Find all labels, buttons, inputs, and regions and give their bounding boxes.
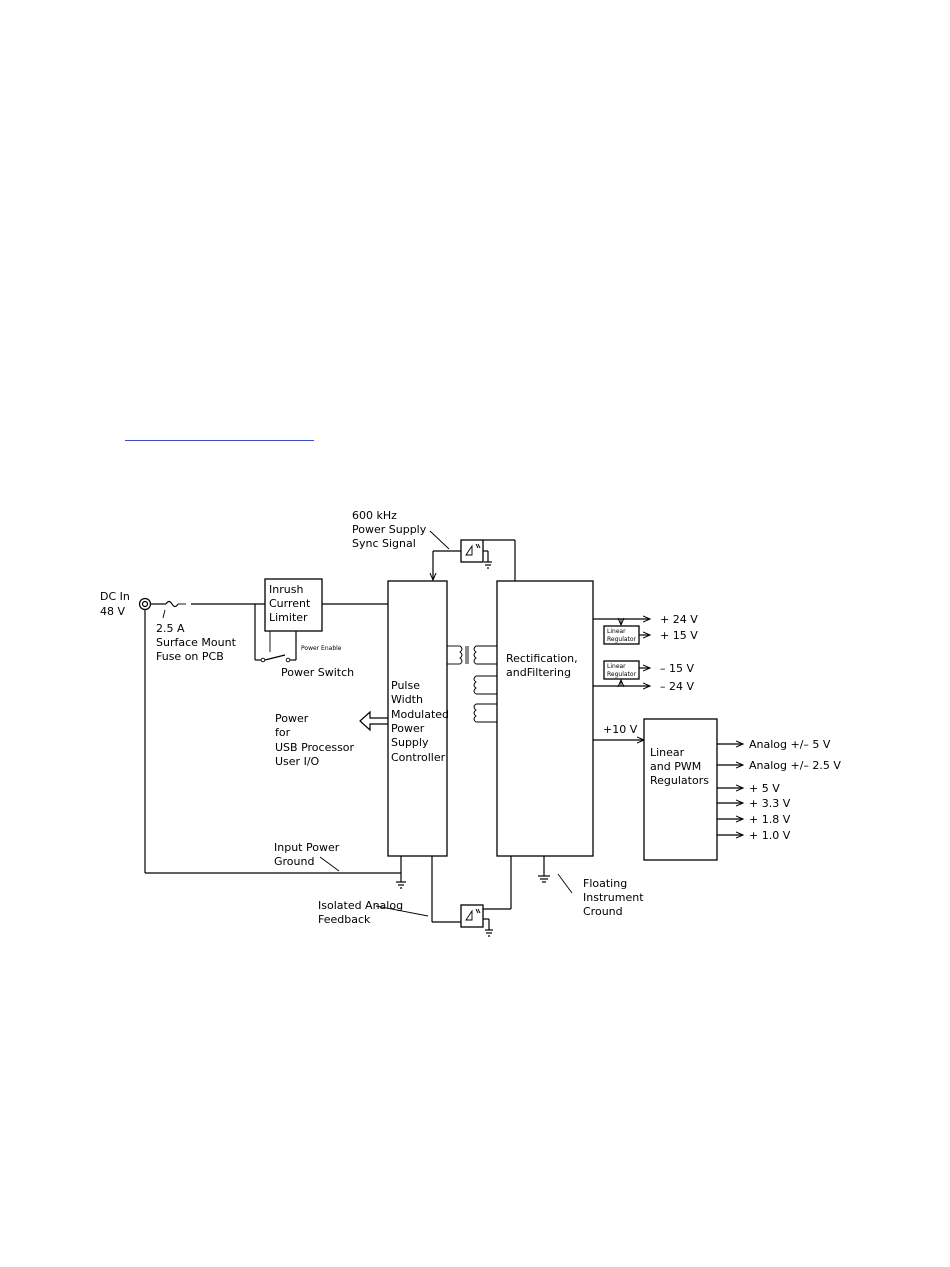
linreg-pos-label-2: Regulator bbox=[607, 636, 637, 643]
fuse-desc-label-1: Surface Mount bbox=[156, 636, 237, 649]
sync-label-2: Power Supply bbox=[352, 523, 427, 536]
power-out-label-3: USB Processor bbox=[275, 741, 355, 754]
sync-optocoupler bbox=[460, 539, 484, 563]
out-m24-label: – 24 V bbox=[660, 680, 694, 693]
out-1v0-label: + 1.0 V bbox=[749, 829, 791, 842]
input-ground-label-1: Input Power bbox=[274, 841, 340, 854]
out-p10-label: +10 V bbox=[603, 723, 638, 736]
out-analog25-label: Analog +/– 2.5 V bbox=[749, 759, 841, 772]
power-switch-blade bbox=[264, 654, 286, 661]
linreg-neg-label-1: Linear bbox=[607, 663, 626, 670]
sync-label-3: Sync Signal bbox=[352, 537, 416, 550]
rectification-box bbox=[496, 580, 594, 857]
pwm-label-4: Power bbox=[391, 722, 425, 735]
linear-pwm-regulators-box bbox=[643, 718, 718, 861]
lpwm-label-3: Regulators bbox=[650, 774, 709, 787]
dc-in-label: DC In bbox=[100, 590, 130, 603]
feedback-optocoupler bbox=[460, 904, 484, 928]
lpwm-label-1: Linear bbox=[650, 746, 685, 759]
power-output-arrow bbox=[359, 710, 388, 732]
out-analog5-label: Analog +/– 5 V bbox=[749, 738, 831, 751]
iso-feedback-label-2: Feedback bbox=[318, 913, 371, 926]
out-m15-label: – 15 V bbox=[660, 662, 694, 675]
pwm-label-3: Modulated bbox=[391, 708, 449, 721]
rect-label-1: Rectification, bbox=[506, 652, 578, 665]
power-enable-label: Power Enable bbox=[301, 645, 342, 652]
inrush-label-2: Current bbox=[269, 597, 311, 610]
floating-ground-label-2: Instrument bbox=[583, 891, 644, 904]
transformer-symbol bbox=[447, 645, 497, 723]
out-1v8-label: + 1.8 V bbox=[749, 813, 791, 826]
out-5v-label: + 5 V bbox=[749, 782, 780, 795]
dc-voltage-label: 48 V bbox=[100, 605, 125, 618]
lpwm-label-2: and PWM bbox=[650, 760, 701, 773]
floating-ground-label-3: Cround bbox=[583, 905, 623, 918]
rect-label-2: andFiltering bbox=[506, 666, 571, 679]
fuse-symbol bbox=[165, 600, 179, 608]
linreg-pos-label-1: Linear bbox=[607, 628, 626, 635]
input-ground-label-2: Ground bbox=[274, 855, 314, 868]
inrush-label-3: Limiter bbox=[269, 611, 308, 624]
linreg-neg-label-2: Regulator bbox=[607, 671, 637, 678]
power-out-label-4: User I/O bbox=[275, 755, 320, 768]
floating-ground-symbol bbox=[538, 856, 550, 883]
dc-input-connector bbox=[138, 597, 152, 611]
out-3v3-label: + 3.3 V bbox=[749, 797, 791, 810]
pwm-label-2: Width bbox=[391, 693, 423, 706]
fuse-desc-label-2: Fuse on PCB bbox=[156, 650, 224, 663]
pwm-label-1: Pulse bbox=[391, 679, 420, 692]
out-p24-label: + 24 V bbox=[660, 613, 698, 626]
hyperlink-underline[interactable] bbox=[125, 440, 314, 441]
input-ground-symbol bbox=[396, 881, 406, 889]
power-out-label-2: for bbox=[275, 726, 291, 739]
iso-feedback-label-1: Isolated Analog bbox=[318, 899, 403, 912]
fuse-rating-label: 2.5 A bbox=[156, 622, 185, 635]
pwm-label-6: Controller bbox=[391, 751, 446, 764]
pwm-label-5: Supply bbox=[391, 736, 429, 749]
power-switch-label: Power Switch bbox=[281, 666, 354, 679]
inrush-limiter-box bbox=[264, 578, 323, 632]
power-out-label-1: Power bbox=[275, 712, 309, 725]
sync-label-1: 600 kHz bbox=[352, 509, 397, 522]
inrush-label-1: Inrush bbox=[269, 583, 303, 596]
floating-ground-label-1: Floating bbox=[583, 877, 627, 890]
out-p15-label: + 15 V bbox=[660, 629, 698, 642]
